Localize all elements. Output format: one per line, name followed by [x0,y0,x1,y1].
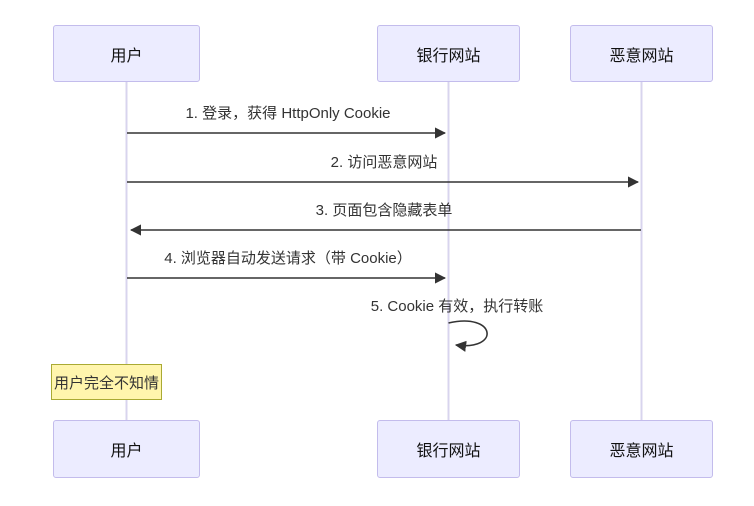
message-label-2: 2. 访问恶意网站 [330,154,438,171]
actor-top-bank: 银行网站 [377,25,520,82]
message-label-5: 5. Cookie 有效，执行转账 [370,298,544,315]
actor-label: 恶意网站 [609,47,674,65]
message-label-1: 1. 登录，获得 HttpOnly Cookie [185,105,391,122]
message-label-4: 4. 浏览器自动发送请求（带 Cookie） [164,250,412,267]
note-label: 用户完全不知情 [53,374,159,392]
actor-label: 银行网站 [416,443,481,460]
message-self-loop [448,320,488,352]
actor-bottom-bank: 银行网站 [377,420,520,478]
actor-top-evil: 恶意网站 [570,25,713,82]
actor-label: 银行网站 [416,47,481,65]
actor-label: 用户 [110,443,143,460]
actor-label: 用户 [110,47,143,65]
actor-label: 恶意网站 [609,443,674,460]
actor-top-user: 用户 [53,25,200,82]
actor-bottom-evil: 恶意网站 [570,420,713,478]
actor-bottom-user: 用户 [53,420,200,478]
message-label-3: 3. 页面包含隐藏表单 [315,202,453,219]
note-user-unaware: 用户完全不知情 [51,364,162,400]
